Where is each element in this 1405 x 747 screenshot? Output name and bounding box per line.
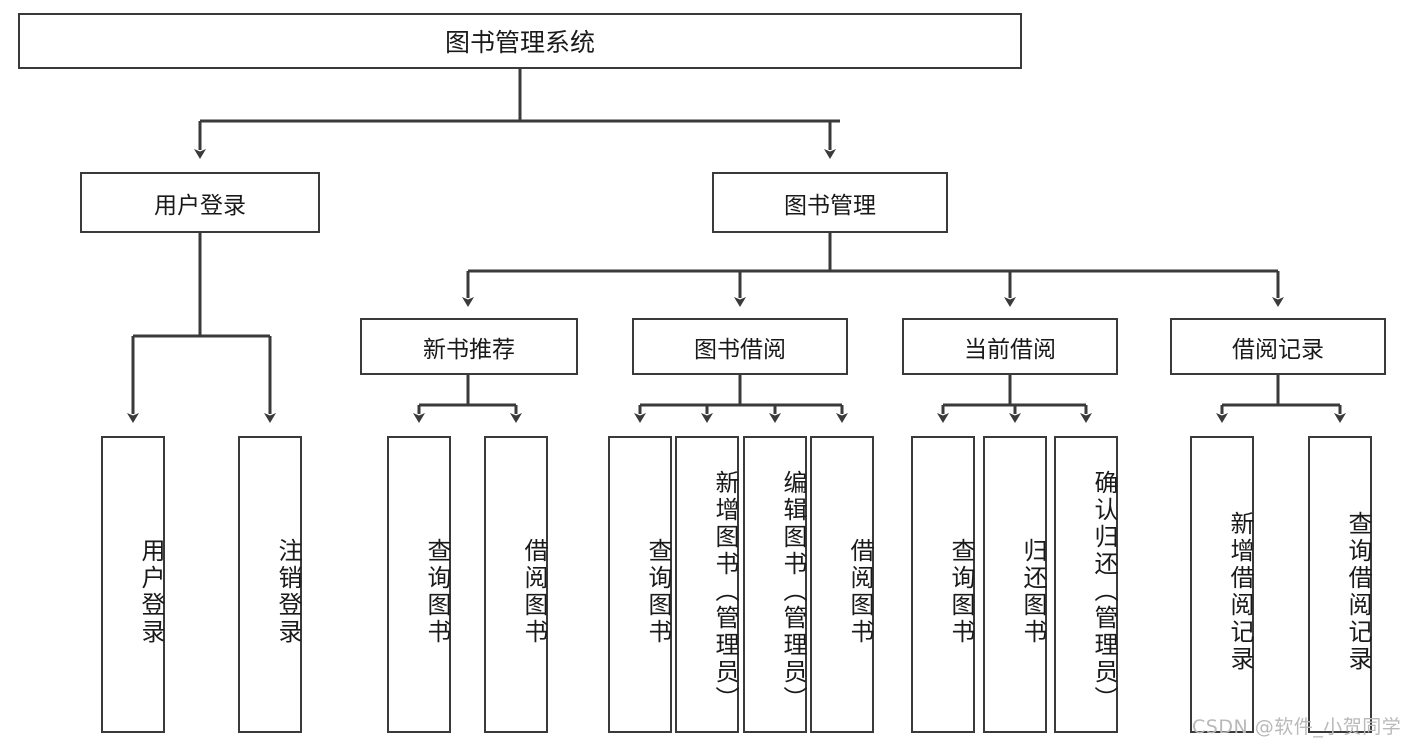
leaf-br-add-record-label: 新增借阅记录: [1226, 510, 1254, 673]
leaf-bb-edit-book[interactable]: 编辑图书（管理员）: [743, 436, 807, 733]
csdn-watermark: CSDN @软件_小贺同学: [1192, 716, 1402, 738]
leaf-bb-edit-book-label: 编辑图书（管理员）: [779, 470, 807, 713]
node-root-label: 图书管理系统: [444, 28, 595, 57]
leaf-logout-label: 注销登录: [274, 537, 302, 646]
leaf-cb-confirm-return-label: 确认归还（管理员）: [1090, 470, 1118, 713]
leaf-user-login-label: 用户登录: [137, 537, 165, 646]
node-new-book-recommend-label: 新书推荐: [423, 336, 515, 363]
leaf-cb-query-book[interactable]: 查询图书: [911, 436, 975, 733]
leaf-cb-confirm-return[interactable]: 确认归还（管理员）: [1054, 436, 1118, 733]
leaf-bb-borrow-book[interactable]: 借阅图书: [810, 436, 874, 733]
leaf-br-query-record-label: 查询借阅记录: [1344, 510, 1372, 673]
node-user-login[interactable]: 用户登录: [80, 172, 320, 233]
leaf-nb-query-book[interactable]: 查询图书: [387, 436, 451, 733]
leaf-br-query-record[interactable]: 查询借阅记录: [1308, 436, 1372, 733]
leaf-nb-borrow-book[interactable]: 借阅图书: [484, 436, 548, 733]
leaf-logout[interactable]: 注销登录: [238, 436, 302, 733]
node-current-borrow-label: 当前借阅: [964, 336, 1056, 363]
leaf-nb-borrow-book-label: 借阅图书: [520, 537, 548, 646]
leaf-user-login[interactable]: 用户登录: [101, 436, 165, 733]
leaf-cb-return-book-label: 归还图书: [1019, 537, 1047, 646]
node-user-login-label: 用户登录: [154, 192, 246, 219]
node-book-manage-label: 图书管理: [784, 192, 876, 219]
leaf-bb-query-book-label: 查询图书: [644, 537, 672, 646]
leaf-nb-query-book-label: 查询图书: [423, 537, 451, 646]
node-borrow-record[interactable]: 借阅记录: [1170, 318, 1386, 375]
node-book-borrow[interactable]: 图书借阅: [632, 318, 848, 375]
leaf-cb-return-book[interactable]: 归还图书: [983, 436, 1047, 733]
leaf-br-add-record[interactable]: 新增借阅记录: [1190, 436, 1254, 733]
node-borrow-record-label: 借阅记录: [1232, 336, 1324, 363]
leaf-bb-borrow-book-label: 借阅图书: [846, 537, 874, 646]
leaf-bb-query-book[interactable]: 查询图书: [608, 436, 672, 733]
node-current-borrow[interactable]: 当前借阅: [902, 318, 1118, 375]
leaf-cb-query-book-label: 查询图书: [947, 537, 975, 646]
leaf-bb-add-book[interactable]: 新增图书（管理员）: [675, 436, 739, 733]
node-book-manage[interactable]: 图书管理: [712, 172, 948, 233]
node-new-book-recommend[interactable]: 新书推荐: [360, 318, 578, 375]
node-root[interactable]: 图书管理系统: [18, 13, 1022, 69]
node-book-borrow-label: 图书借阅: [694, 336, 786, 363]
leaf-bb-add-book-label: 新增图书（管理员）: [711, 470, 739, 713]
